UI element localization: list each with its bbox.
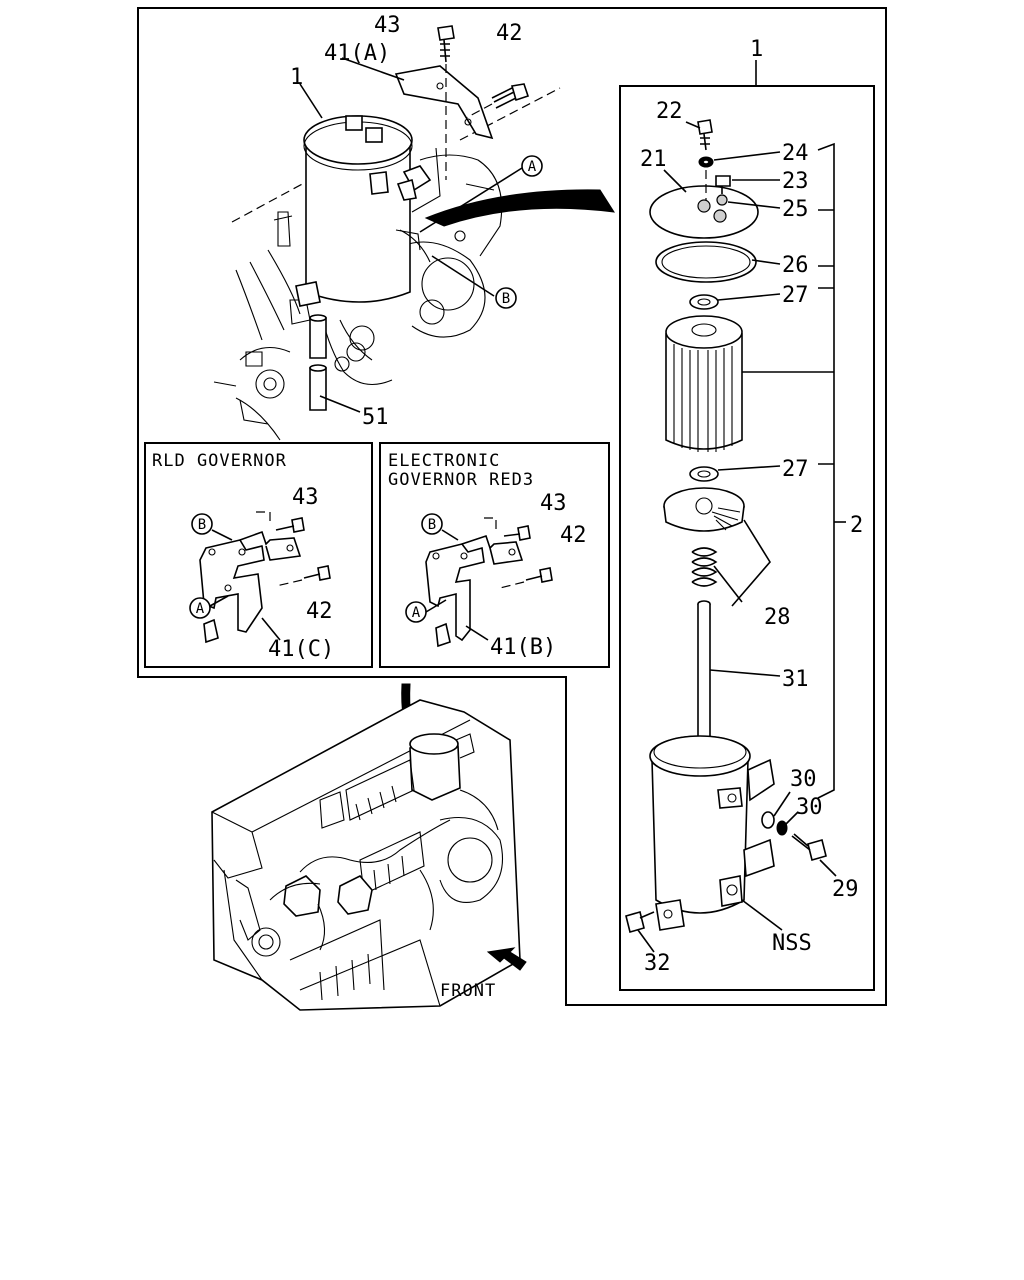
front-label: FRONT — [440, 981, 496, 1001]
electronic-ref-b-circle: B — [428, 517, 436, 533]
bracket-41a — [394, 65, 494, 140]
label-1-canister: 1 — [290, 65, 303, 90]
exploded-label-30b: 30 — [796, 795, 823, 820]
exploded-label-22: 22 — [656, 99, 683, 124]
exploded-label-31: 31 — [782, 667, 809, 692]
rld-label-41c: 41(C) — [268, 637, 334, 662]
electronic-title-line1: ELECTRONIC — [388, 451, 500, 471]
rld-ref-b-circle: B — [198, 517, 206, 533]
label-42: 42 — [496, 21, 523, 46]
label-41a: 41(A) — [324, 41, 390, 66]
exploded-label-2: 2 — [850, 513, 863, 538]
filter-canister — [295, 115, 432, 307]
engine-overview — [211, 683, 521, 1011]
filter-housing — [649, 735, 775, 931]
electronic-label-43: 43 — [540, 491, 567, 516]
bolt-43-icon — [437, 25, 455, 180]
electronic-title-line2: GOVERNOR RED3 — [388, 470, 534, 490]
pointer-arrow-icon — [424, 189, 615, 227]
rld-governor-inset: RLD GOVERNOR B A 43 42 41(C) — [144, 442, 373, 668]
electronic-ref-a-circle: A — [412, 605, 421, 621]
exploded-label-1: 1 — [750, 37, 763, 62]
front-arrow-icon — [486, 947, 527, 971]
bolt-42-icon — [465, 83, 530, 119]
top-assembly: A B 43 41(A) 42 1 51 — [213, 13, 615, 441]
exploded-label-27-bottom: 27 — [782, 457, 809, 482]
spring-seat-28 — [663, 487, 771, 607]
exploded-label-nss: NSS — [772, 931, 812, 956]
electronic-governor-inset: ELECTRONIC GOVERNOR RED3 B A 43 42 41(B) — [379, 442, 610, 668]
electronic-label-42: 42 — [560, 523, 587, 548]
label-51: 51 — [362, 405, 389, 430]
rld-governor-title: RLD GOVERNOR — [152, 451, 287, 471]
exploded-label-28: 28 — [764, 605, 791, 630]
exploded-label-29: 29 — [832, 877, 859, 902]
bolt-22-icon — [697, 119, 713, 151]
exploded-label-27-top: 27 — [782, 283, 809, 308]
filter-element — [665, 315, 834, 452]
electronic-label-41b: 41(B) — [490, 635, 556, 660]
rld-label-42: 42 — [306, 599, 333, 624]
exploded-label-26: 26 — [782, 253, 809, 278]
label-43: 43 — [374, 13, 401, 38]
exploded-label-24: 24 — [782, 141, 809, 166]
exploded-label-21: 21 — [640, 147, 667, 172]
ref-a-circle: A — [528, 159, 537, 175]
ref-b-circle: B — [502, 291, 510, 307]
rld-ref-a-circle: A — [196, 601, 205, 617]
exploded-label-30a: 30 — [790, 767, 817, 792]
exploded-view: 1 2 — [619, 37, 875, 991]
outer-frame — [137, 7, 887, 1006]
exploded-label-23: 23 — [782, 169, 809, 194]
exploded-label-25: 25 — [782, 197, 809, 222]
rld-label-43: 43 — [292, 485, 319, 510]
hose-51 — [309, 314, 327, 411]
exploded-label-32: 32 — [644, 951, 671, 976]
